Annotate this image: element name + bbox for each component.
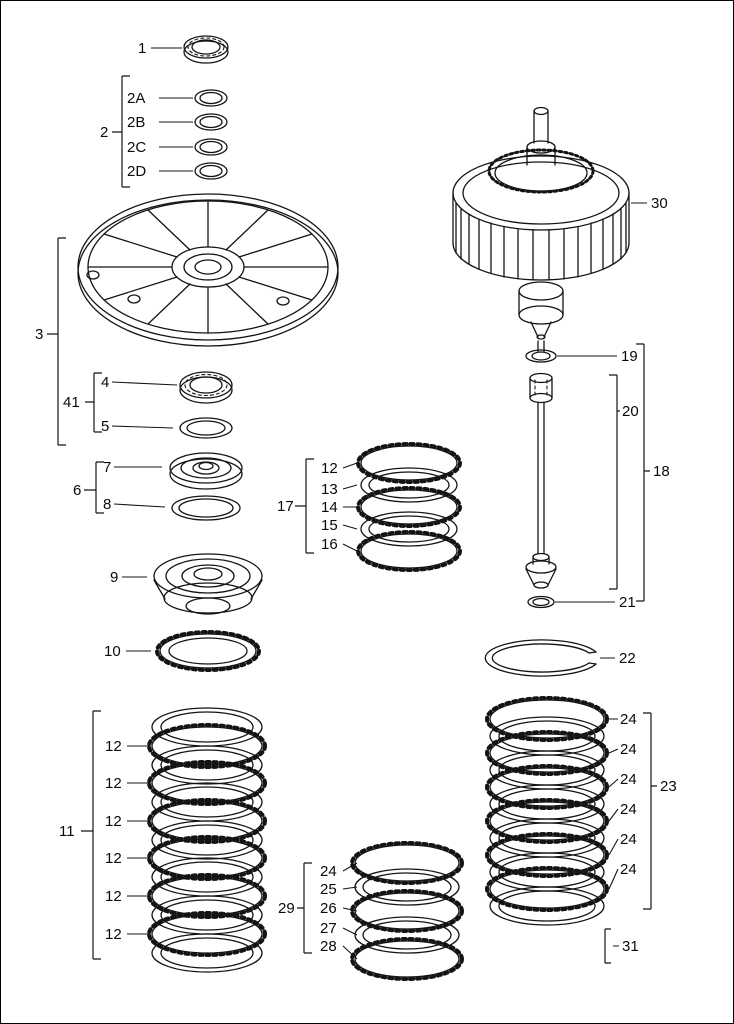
callout-8[interactable]: 8 bbox=[103, 496, 111, 513]
callout-12-1[interactable]: 12 bbox=[105, 738, 122, 755]
callout-2[interactable]: 2 bbox=[100, 124, 108, 141]
part-20-shaft bbox=[525, 372, 557, 589]
callout-bot-26[interactable]: 26 bbox=[320, 900, 337, 917]
callout-mid-16[interactable]: 16 bbox=[321, 536, 338, 553]
callout-6[interactable]: 6 bbox=[73, 482, 81, 499]
callout-bot-28[interactable]: 28 bbox=[320, 938, 337, 955]
bracket-23 bbox=[643, 712, 657, 910]
callout-24-6[interactable]: 24 bbox=[620, 861, 637, 878]
callout-30[interactable]: 30 bbox=[651, 195, 668, 212]
callout-7[interactable]: 7 bbox=[103, 459, 111, 476]
stack-29-clutch-plates bbox=[350, 841, 464, 981]
part-22-snap-ring bbox=[484, 639, 597, 677]
callout-2d[interactable]: 2D bbox=[127, 163, 146, 180]
bracket-6 bbox=[84, 461, 104, 514]
stack-23-clutch-plates bbox=[485, 696, 609, 926]
callout-mid-13[interactable]: 13 bbox=[321, 481, 338, 498]
callout-2a[interactable]: 2A bbox=[127, 90, 145, 107]
callout-22[interactable]: 22 bbox=[619, 650, 636, 667]
callout-12-3[interactable]: 12 bbox=[105, 813, 122, 830]
bracket-18 bbox=[636, 343, 650, 602]
bracket-20 bbox=[609, 374, 620, 590]
callout-17[interactable]: 17 bbox=[277, 498, 294, 515]
bracket-17 bbox=[295, 458, 314, 554]
bracket-41 bbox=[85, 372, 102, 433]
callout-mid-12[interactable]: 12 bbox=[321, 460, 338, 477]
part-10-toothed-ring bbox=[155, 630, 261, 672]
bracket-11 bbox=[81, 710, 101, 960]
callout-23[interactable]: 23 bbox=[660, 778, 677, 795]
callout-11[interactable]: 11 bbox=[59, 823, 75, 840]
stack-17-clutch-plates bbox=[356, 442, 462, 572]
callout-10[interactable]: 10 bbox=[104, 643, 121, 660]
callout-9[interactable]: 9 bbox=[110, 569, 118, 586]
parts-2-snap-rings bbox=[194, 89, 228, 180]
callout-4[interactable]: 4 bbox=[101, 374, 109, 391]
stack-11-clutch-plates bbox=[147, 707, 267, 973]
callout-24-1[interactable]: 24 bbox=[620, 711, 637, 728]
callout-12-2[interactable]: 12 bbox=[105, 775, 122, 792]
callout-19[interactable]: 19 bbox=[621, 348, 638, 365]
callout-21[interactable]: 21 bbox=[619, 594, 636, 611]
part-4-ball-bearing bbox=[179, 371, 233, 404]
callout-3[interactable]: 3 bbox=[35, 326, 43, 343]
callout-18[interactable]: 18 bbox=[653, 463, 670, 480]
callout-31[interactable]: 31 bbox=[622, 938, 639, 955]
callout-24-4[interactable]: 24 bbox=[620, 801, 637, 818]
callout-mid-14[interactable]: 14 bbox=[321, 499, 338, 516]
bracket-31 bbox=[604, 928, 611, 964]
callout-24-2[interactable]: 24 bbox=[620, 741, 637, 758]
callout-20[interactable]: 20 bbox=[622, 403, 639, 420]
bracket-29 bbox=[297, 862, 312, 954]
part-3-drive-plate bbox=[77, 193, 339, 347]
part-8-ring bbox=[171, 495, 241, 521]
part-30-clutch-drum bbox=[452, 106, 630, 340]
leader-lines bbox=[111, 47, 647, 960]
part-9-spring-retainer bbox=[153, 553, 263, 615]
callout-12-5[interactable]: 12 bbox=[105, 888, 122, 905]
part-19-ring bbox=[525, 340, 557, 363]
callout-bot-25[interactable]: 25 bbox=[320, 881, 337, 898]
callout-2c[interactable]: 2C bbox=[127, 139, 146, 156]
callout-12-4[interactable]: 12 bbox=[105, 850, 122, 867]
callout-bot-24[interactable]: 24 bbox=[320, 863, 337, 880]
bracket-2 bbox=[112, 75, 130, 188]
bracket-3 bbox=[47, 237, 66, 446]
callout-12-6[interactable]: 12 bbox=[105, 926, 122, 943]
part-5-ring bbox=[179, 417, 233, 439]
callout-29[interactable]: 29 bbox=[278, 900, 295, 917]
callout-41[interactable]: 41 bbox=[63, 394, 80, 411]
callout-24-3[interactable]: 24 bbox=[620, 771, 637, 788]
part-21-ring bbox=[527, 595, 555, 609]
callout-5[interactable]: 5 bbox=[101, 418, 109, 435]
callout-bot-27[interactable]: 27 bbox=[320, 920, 337, 937]
callout-1[interactable]: 1 bbox=[138, 40, 146, 57]
part-7-piston bbox=[169, 452, 243, 490]
callout-2b[interactable]: 2B bbox=[127, 114, 145, 131]
callout-24-5[interactable]: 24 bbox=[620, 831, 637, 848]
part-1-seal-ring bbox=[183, 35, 229, 64]
callout-mid-15[interactable]: 15 bbox=[321, 517, 338, 534]
